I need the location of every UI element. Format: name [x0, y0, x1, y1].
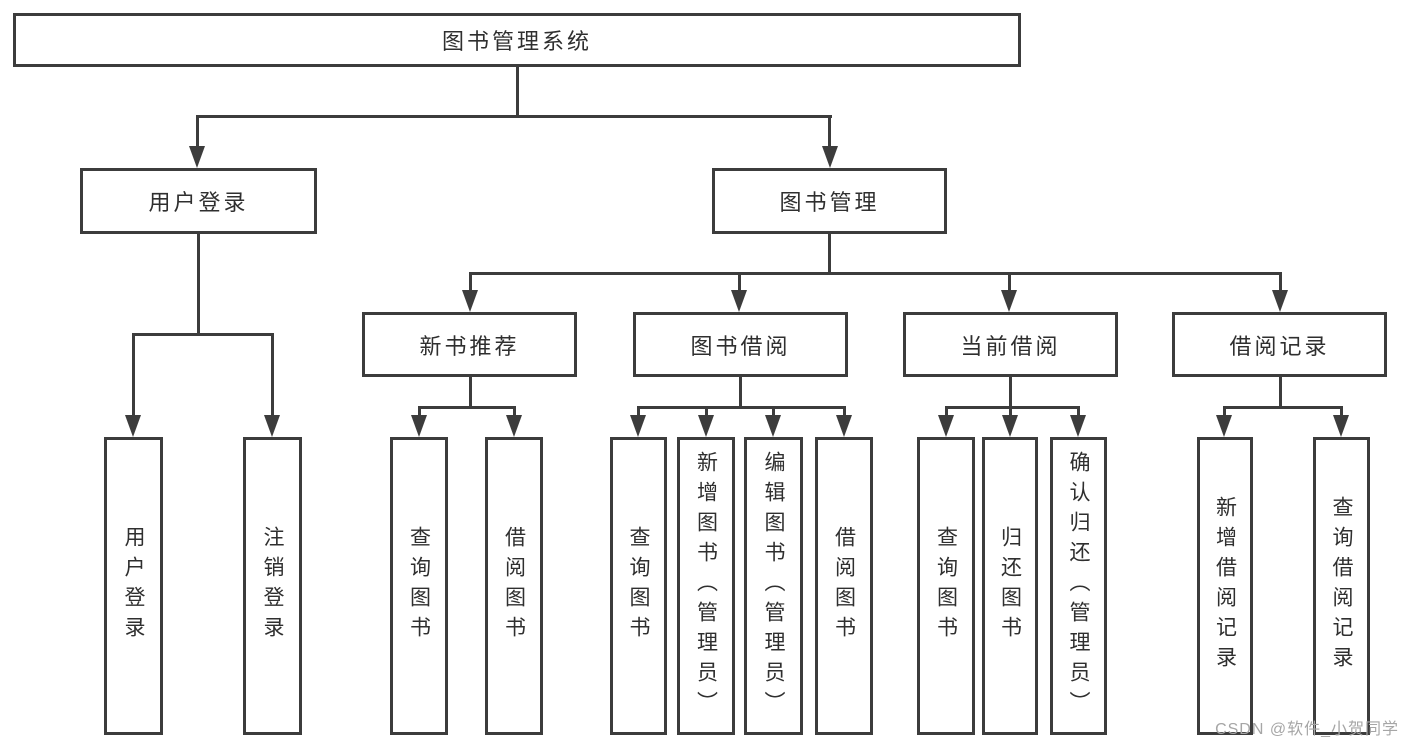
- node-book-management-label: 图书管理: [779, 190, 880, 215]
- connector-line: [1008, 272, 1011, 292]
- leaf-query-books-current-label: 查询图书: [934, 526, 958, 646]
- leaf-logout-label: 注销登录: [261, 526, 285, 646]
- arrow-down-icon: [938, 415, 954, 437]
- leaf-add-borrow-record: 新增借阅记录: [1197, 437, 1253, 735]
- leaf-query-books-borrow-label: 查询图书: [627, 526, 651, 646]
- leaf-return-books: 归还图书: [982, 437, 1038, 735]
- arrow-down-icon: [506, 415, 522, 437]
- connector-line: [1340, 406, 1343, 418]
- node-new-book-recommend-label: 新书推荐: [419, 333, 520, 359]
- node-borrow-records-label: 借阅记录: [1229, 333, 1330, 359]
- connector-line: [469, 375, 472, 409]
- leaf-query-books-recommend: 查询图书: [390, 437, 448, 735]
- arrow-down-icon: [1070, 415, 1086, 437]
- connector-line: [772, 406, 775, 418]
- connector-line: [1009, 406, 1012, 418]
- connector-line: [513, 406, 516, 418]
- connector-line: [418, 406, 421, 418]
- leaf-borrow-books: 借阅图书: [815, 437, 873, 735]
- connector-line: [1223, 406, 1343, 409]
- leaf-query-books-borrow: 查询图书: [610, 437, 667, 735]
- arrow-down-icon: [1002, 415, 1018, 437]
- connector-line: [197, 234, 200, 335]
- arrow-down-icon: [822, 146, 838, 168]
- leaf-confirm-return-admin: 确认归还（管理员）: [1050, 437, 1107, 735]
- connector-line: [271, 333, 274, 417]
- node-current-borrow: 当前借阅: [903, 312, 1118, 377]
- node-current-borrow-label: 当前借阅: [960, 333, 1061, 359]
- arrow-down-icon: [1272, 290, 1288, 312]
- node-book-management: 图书管理: [712, 168, 947, 234]
- arrow-down-icon: [264, 415, 280, 437]
- leaf-confirm-return-admin-label: 确认归还（管理员）: [1067, 451, 1091, 721]
- connector-line: [637, 406, 846, 409]
- connector-line: [1223, 406, 1226, 418]
- connector-line: [945, 406, 1080, 409]
- node-user-login-label: 用户登录: [148, 190, 249, 215]
- leaf-add-borrow-record-label: 新增借阅记录: [1213, 496, 1237, 676]
- connector-line: [1279, 272, 1282, 292]
- arrow-down-icon: [836, 415, 852, 437]
- connector-line: [739, 375, 742, 409]
- arrow-down-icon: [698, 415, 714, 437]
- leaf-edit-books-admin-label: 编辑图书（管理员）: [762, 451, 786, 721]
- arrow-down-icon: [1216, 415, 1232, 437]
- leaf-logout: 注销登录: [243, 437, 302, 735]
- leaf-edit-books-admin: 编辑图书（管理员）: [744, 437, 803, 735]
- node-root-library-system: 图书管理系统: [13, 13, 1021, 67]
- leaf-query-borrow-record: 查询借阅记录: [1313, 437, 1370, 735]
- connector-line: [705, 406, 708, 418]
- arrow-down-icon: [125, 415, 141, 437]
- connector-line: [843, 406, 846, 418]
- leaf-add-books-admin: 新增图书（管理员）: [677, 437, 735, 735]
- node-borrow-records: 借阅记录: [1172, 312, 1387, 377]
- leaf-query-borrow-record-label: 查询借阅记录: [1330, 496, 1354, 676]
- leaf-user-login: 用户登录: [104, 437, 163, 735]
- node-user-login: 用户登录: [80, 168, 317, 234]
- connector-line: [469, 272, 472, 292]
- watermark: CSDN @软件_小贺同学: [1215, 721, 1399, 738]
- connector-line: [469, 272, 1282, 275]
- node-book-borrow: 图书借阅: [633, 312, 848, 377]
- connector-line: [945, 406, 948, 418]
- arrow-down-icon: [189, 146, 205, 168]
- leaf-borrow-books-recommend-label: 借阅图书: [502, 526, 526, 646]
- leaf-borrow-books-recommend: 借阅图书: [485, 437, 543, 735]
- arrow-down-icon: [411, 415, 427, 437]
- leaf-borrow-books-label: 借阅图书: [832, 526, 856, 646]
- leaf-user-login-label: 用户登录: [122, 526, 146, 646]
- node-root-label: 图书管理系统: [441, 29, 592, 54]
- connector-line: [418, 406, 516, 409]
- connector-line: [637, 406, 640, 418]
- connector-line: [1279, 377, 1282, 409]
- arrow-down-icon: [462, 290, 478, 312]
- connector-line: [132, 333, 273, 336]
- connector-line: [738, 272, 741, 292]
- leaf-return-books-label: 归还图书: [998, 526, 1022, 646]
- leaf-add-books-admin-label: 新增图书（管理员）: [694, 451, 718, 721]
- connector-line: [196, 115, 832, 118]
- connector-line: [1009, 377, 1012, 409]
- connector-line: [828, 115, 831, 148]
- connector-line: [132, 333, 135, 417]
- leaf-query-books-recommend-label: 查询图书: [407, 526, 431, 646]
- node-book-borrow-label: 图书借阅: [690, 333, 791, 359]
- leaf-query-books-current: 查询图书: [917, 437, 975, 735]
- arrow-down-icon: [1001, 290, 1017, 312]
- arrow-down-icon: [630, 415, 646, 437]
- arrow-down-icon: [1333, 415, 1349, 437]
- connector-line: [828, 234, 831, 274]
- arrow-down-icon: [731, 290, 747, 312]
- node-new-book-recommend: 新书推荐: [362, 312, 577, 377]
- connector-line: [516, 67, 519, 117]
- arrow-down-icon: [765, 415, 781, 437]
- connector-line: [196, 115, 199, 148]
- connector-line: [1077, 406, 1080, 418]
